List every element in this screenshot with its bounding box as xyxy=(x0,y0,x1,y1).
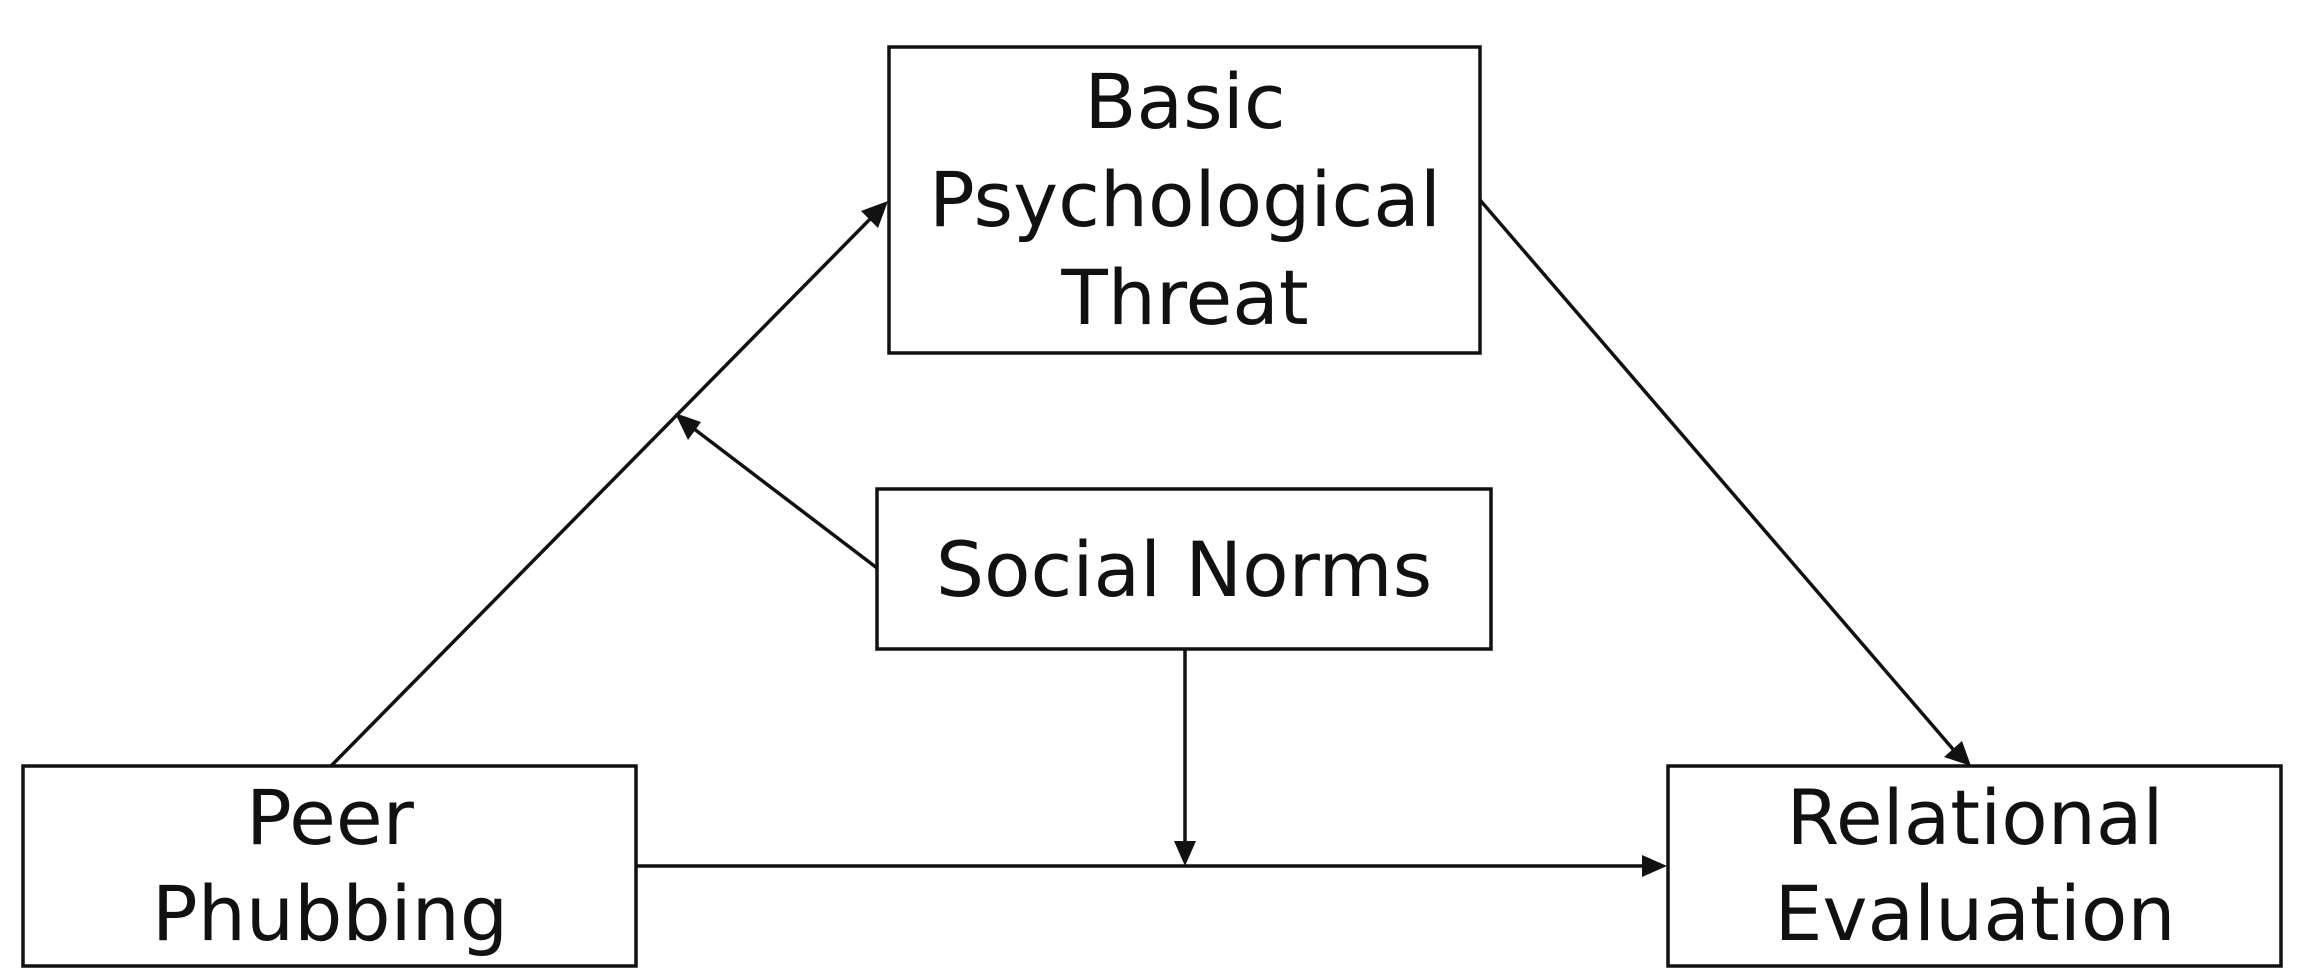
threat-line-3: Threat xyxy=(1060,253,1308,342)
arrow-head-threat xyxy=(861,201,888,228)
social-norms-line-1: Social Norms xyxy=(936,525,1432,614)
arrow-head-relational-from-threat xyxy=(1944,741,1971,766)
arrow-head-moderation-c-path xyxy=(1174,841,1196,866)
node-box-relational-evaluation xyxy=(1666,764,2283,968)
peer-phubbing-line-1: Peer xyxy=(246,773,415,862)
edge-peer-phubbing-to-threat xyxy=(329,211,878,768)
threat-line-1: Basic xyxy=(1084,57,1285,146)
arrow-head-relational-from-peer xyxy=(1642,855,1667,877)
threat-line-2: Psychological xyxy=(929,155,1441,244)
node-basic-psychological-threat: Basic Psychological Threat xyxy=(887,45,1482,355)
edge-social-norms-to-a-path xyxy=(687,423,879,570)
node-box-social-norms xyxy=(875,487,1493,651)
relational-evaluation-line-1: Relational xyxy=(1786,773,2163,862)
node-relational-evaluation: Relational Evaluation xyxy=(1666,764,2283,968)
node-box-peer-phubbing xyxy=(21,764,638,968)
edge-threat-to-relational-evaluation xyxy=(1478,198,1960,757)
node-social-norms: Social Norms xyxy=(875,487,1493,651)
node-peer-phubbing: Peer Phubbing xyxy=(21,764,638,968)
peer-phubbing-line-2: Phubbing xyxy=(152,869,508,958)
node-box-threat xyxy=(887,45,1482,355)
arrow-head-moderation-a-path xyxy=(675,413,701,440)
relational-evaluation-line-2: Evaluation xyxy=(1774,869,2175,958)
